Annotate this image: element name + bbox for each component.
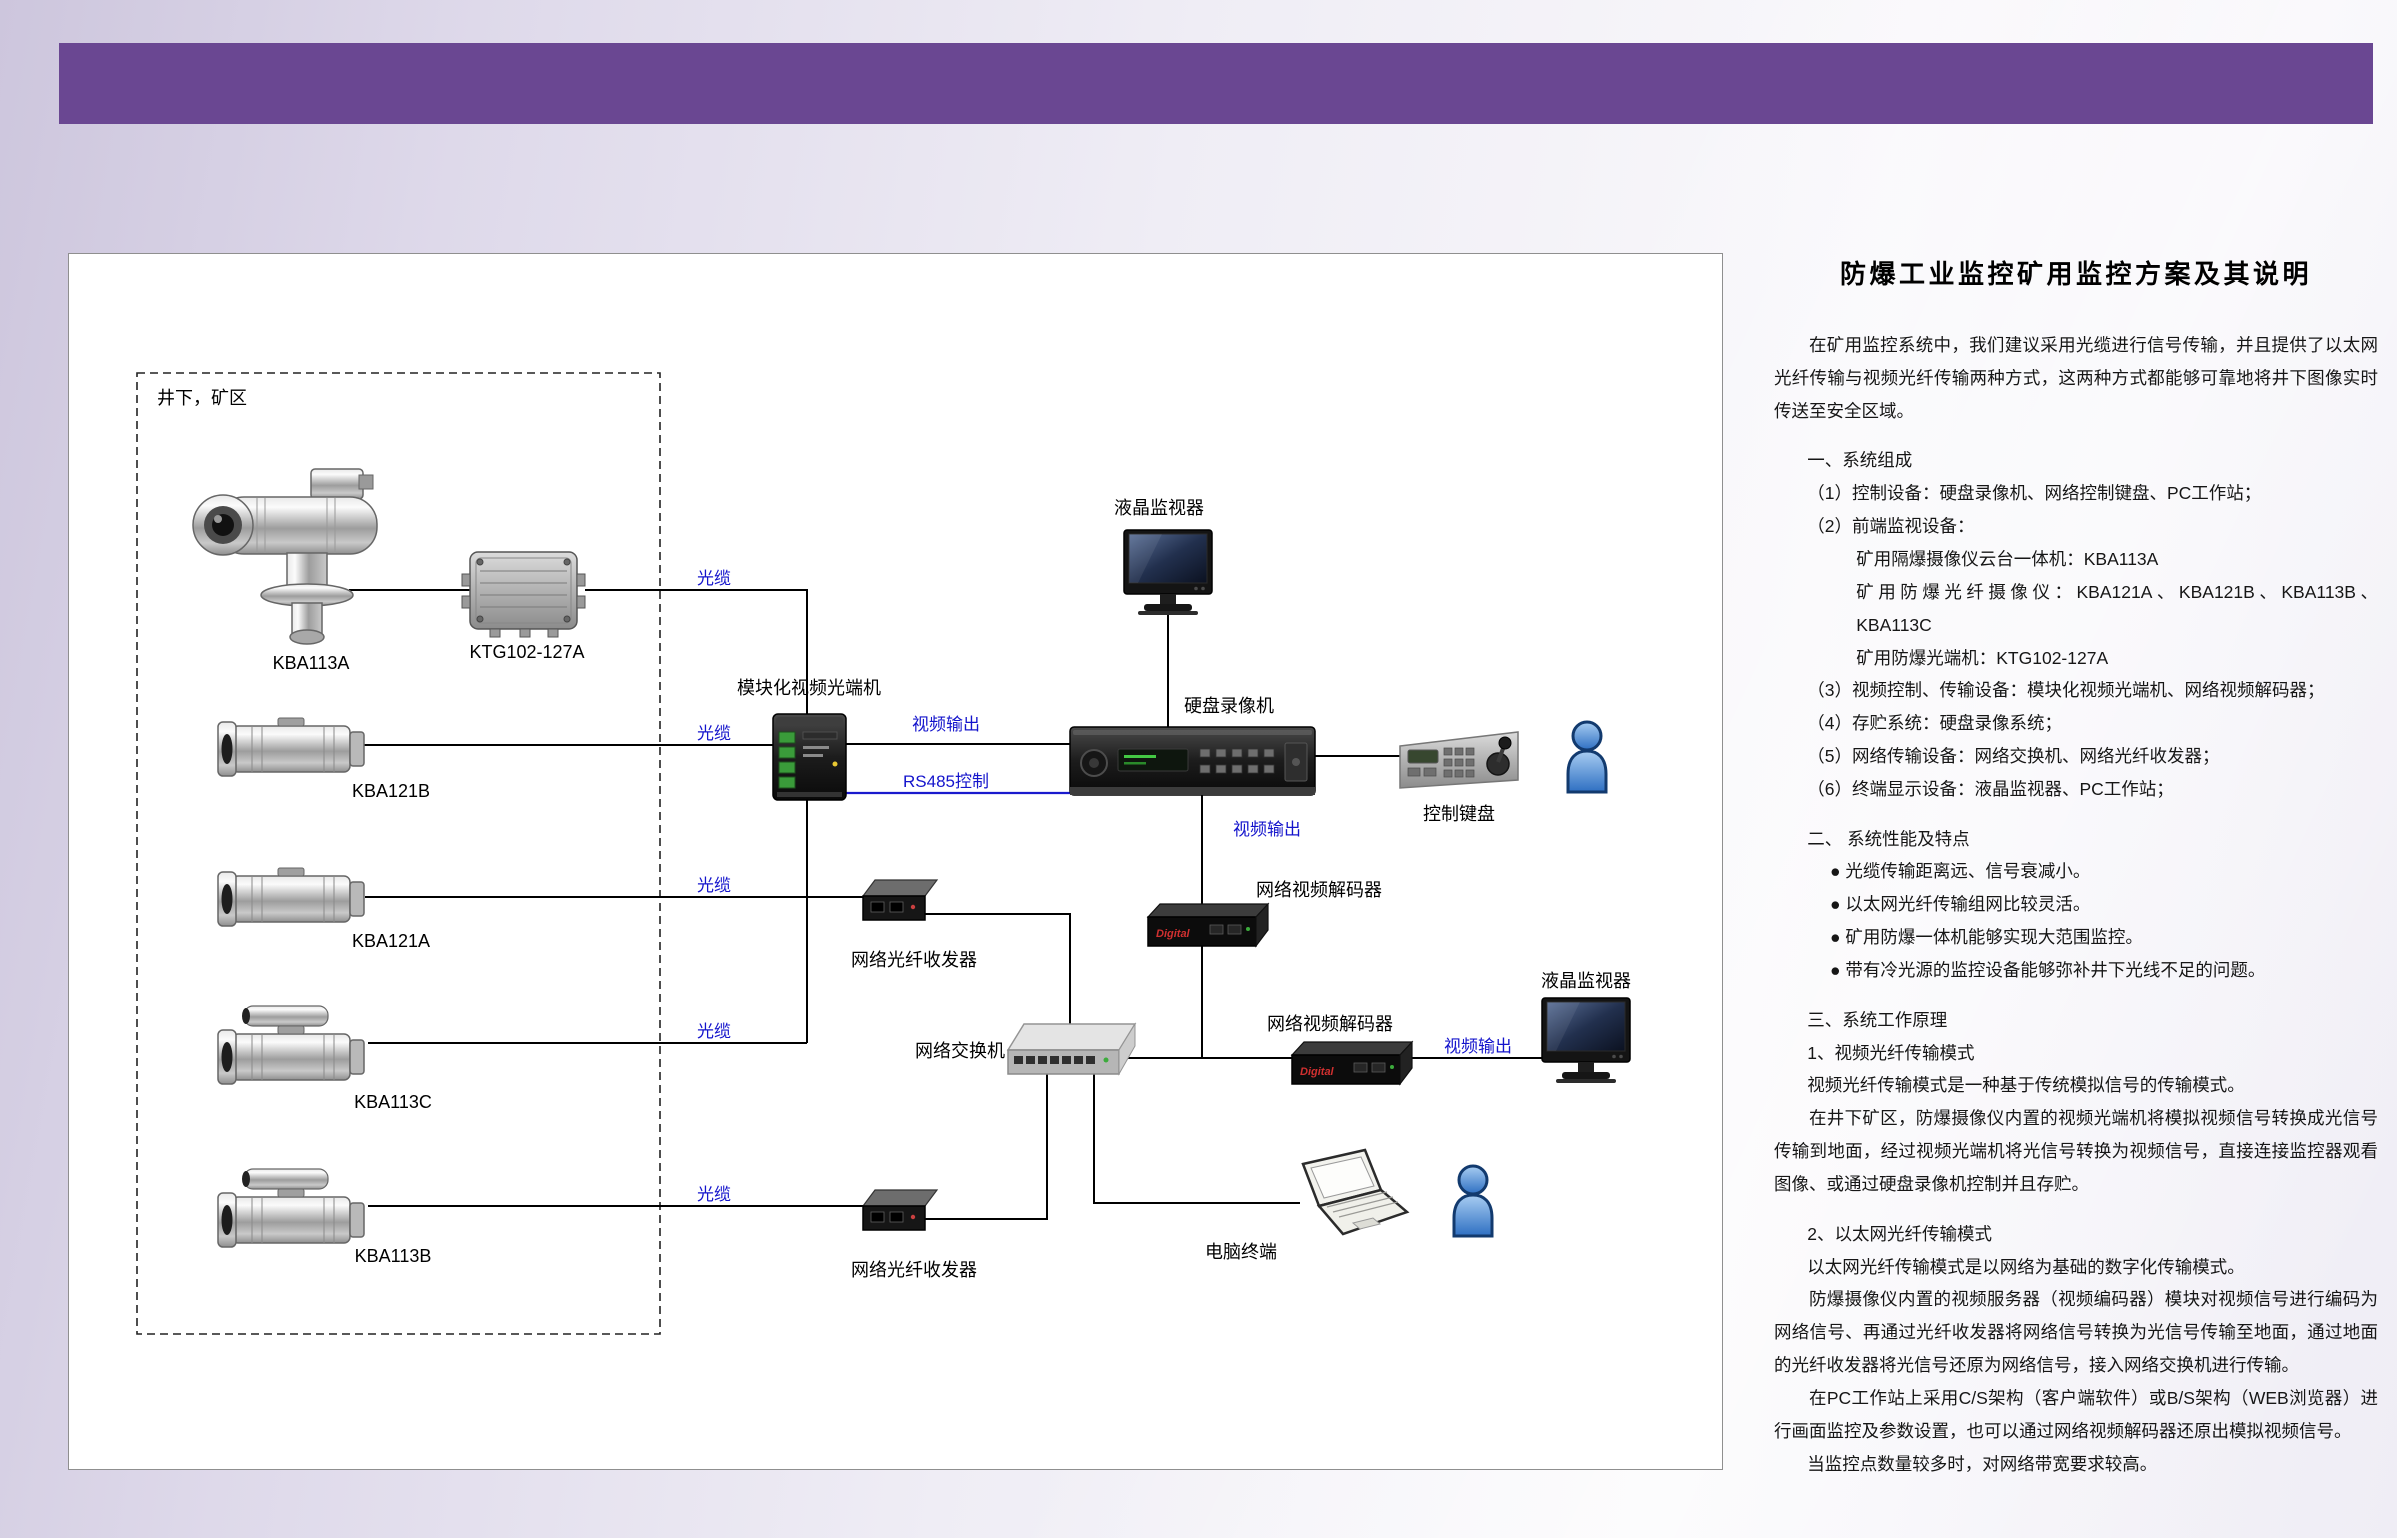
doc-paragraph: 防爆摄像仪内置的视频服务器（视频编码器）模块对视频信号进行编码为网络信号、再通过… (1774, 1289, 2378, 1376)
lcd-monitor-1-label: 液晶监视器 (1114, 498, 1204, 518)
net-switch-label: 网络交换机 (915, 1041, 1005, 1061)
doc-line: （6）终端显示设备：液晶监视器、PC工作站； (1807, 779, 2174, 800)
lcd-monitor-2-label: 液晶监视器 (1541, 971, 1631, 991)
pc-terminal-label: 电脑终端 (1205, 1242, 1277, 1262)
doc-heading-1: 一、系统组成 (1807, 450, 1913, 471)
doc-paragraph: 在PC工作站上采用C/S架构（客户端软件）或B/S架构（WEB浏览器）进行画面监… (1774, 1388, 2378, 1441)
optical-terminal-label: 模块化视频光端机 (737, 678, 881, 698)
rs485-label: RS485控制 (903, 772, 989, 791)
lcd-monitor-1 (1123, 529, 1213, 616)
network-video-decoder-2 (1291, 1041, 1413, 1085)
dvr-recorder (1069, 726, 1316, 796)
kba113b-label: KBA113B (355, 1246, 432, 1266)
video-out-label-3: 视频输出 (1444, 1037, 1512, 1056)
ktg102-label: KTG102-127A (469, 642, 584, 662)
doc-line: 视频光纤传输模式是一种基于传统模拟信号的传输模式。 (1807, 1075, 2245, 1096)
lcd-monitor-2 (1541, 997, 1631, 1084)
doc-intro: 在矿用监控系统中，我们建议采用光缆进行信号传输，并且提供了以太网光纤传输与视频光… (1774, 334, 2378, 421)
kba113c-label: KBA113C (354, 1092, 432, 1112)
doc-line: （1）控制设备：硬盘录像机、网络控制键盘、PC工作站； (1807, 483, 2262, 504)
doc-line: 当监控点数量较多时，对网络带宽要求较高。 (1807, 1453, 2158, 1474)
doc-bullet: ● 矿用防爆一体机能够实现大范围监控。 (1830, 927, 2143, 948)
net-decoder-1-label: 网络视频解码器 (1256, 880, 1382, 900)
kba113a-ptz-camera (192, 468, 378, 645)
network-video-decoder-1 (1147, 903, 1269, 947)
kba113c-camera (218, 1006, 364, 1084)
kba121a-camera (217, 867, 365, 927)
description-panel: 防爆工业监控矿用监控方案及其说明 在矿用监控系统中，我们建议采用光缆进行信号传输… (1774, 250, 2378, 1481)
cable-label-5: 光缆 (697, 1185, 731, 1204)
doc-line: （5）网络传输设备：网络交换机、网络光纤收发器； (1807, 746, 2220, 767)
modular-video-optical-terminal (772, 713, 847, 801)
connection-lines (349, 589, 1542, 1220)
doc-heading-3: 三、系统工作原理 (1807, 1009, 1948, 1030)
laptop-terminal (1301, 1148, 1410, 1236)
cable-label-4: 光缆 (697, 1022, 731, 1041)
fiber-transceiver-2-label: 网络光纤收发器 (851, 1260, 977, 1280)
device-labels: KBA113A KTG102-127A KBA121B KBA121A KBA1… (273, 498, 1631, 1280)
diagram-panel: Digital 井下，矿区 (68, 253, 1723, 1470)
control-keyboard-label: 控制键盘 (1423, 804, 1495, 824)
kba121b-label: KBA121B (352, 781, 430, 801)
doc-title: 防爆工业监控矿用监控方案及其说明 (1839, 259, 2312, 289)
doc-subline: 矿用防爆光端机：KTG102-127A (1856, 647, 2109, 668)
doc-line: （4）存贮系统：硬盘录像系统； (1807, 713, 2062, 734)
link-labels: 光缆 光缆 光缆 光缆 光缆 视频输出 RS485控制 视频输出 视频输出 (697, 569, 1512, 1204)
cable-label-3: 光缆 (697, 876, 731, 895)
doc-bullet: ● 以太网光纤传输组网比较灵活。 (1830, 894, 2091, 915)
doc-subheading: 2、以太网光纤传输模式 (1807, 1223, 1992, 1244)
mine-area-label: 井下，矿区 (157, 388, 247, 408)
operator-icon-1 (1566, 720, 1608, 794)
control-keyboard (1399, 731, 1519, 789)
kba113a-label: KBA113A (273, 653, 350, 673)
dvr-label: 硬盘录像机 (1184, 696, 1274, 716)
fiber-transceiver-1-label: 网络光纤收发器 (851, 950, 977, 970)
video-out-label-2: 视频输出 (1233, 820, 1301, 839)
doc-bullet: ● 带有冷光源的监控设备能够弥补井下光线不足的问题。 (1830, 960, 2266, 981)
doc-subline: 矿用防爆光纤摄像仪：KBA121A、KBA121B、KBA113B、KBA113… (1856, 581, 2378, 635)
kba113b-camera (218, 1169, 364, 1247)
cable-label-2: 光缆 (697, 724, 731, 743)
doc-line: （3）视频控制、传输设备：模块化视频光端机、网络视频解码器； (1807, 680, 2325, 701)
network-switch (1006, 1022, 1137, 1076)
mine-area-box (136, 372, 661, 1335)
doc-subline: 矿用隔爆摄像仪云台一体机：KBA113A (1856, 548, 2159, 569)
fiber-transceiver-2 (862, 1189, 938, 1231)
net-decoder-2-label: 网络视频解码器 (1267, 1014, 1393, 1034)
header-bar (59, 43, 2373, 124)
kba121b-camera (217, 717, 365, 777)
doc-heading-2: 二、 系统性能及特点 (1807, 828, 1970, 849)
ktg102-optical-terminal-box (461, 551, 586, 638)
video-out-label-1: 视频输出 (912, 715, 980, 734)
cable-label-1: 光缆 (697, 569, 731, 588)
system-diagram: Digital 井下，矿区 (136, 372, 1631, 1335)
operator-icon-2 (1452, 1164, 1494, 1238)
kba121a-label: KBA121A (352, 931, 430, 951)
doc-line: （2）前端监视设备： (1807, 515, 1975, 536)
doc-bullet: ● 光缆传输距离远、信号衰减小。 (1830, 861, 2091, 882)
doc-line: 以太网光纤传输模式是以网络为基础的数字化传输模式。 (1807, 1256, 2245, 1277)
doc-paragraph: 在井下矿区，防爆摄像仪内置的视频光端机将模拟视频信号转换成光信号传输到地面，经过… (1774, 1108, 2378, 1195)
doc-subheading: 1、视频光纤传输模式 (1807, 1042, 1975, 1063)
